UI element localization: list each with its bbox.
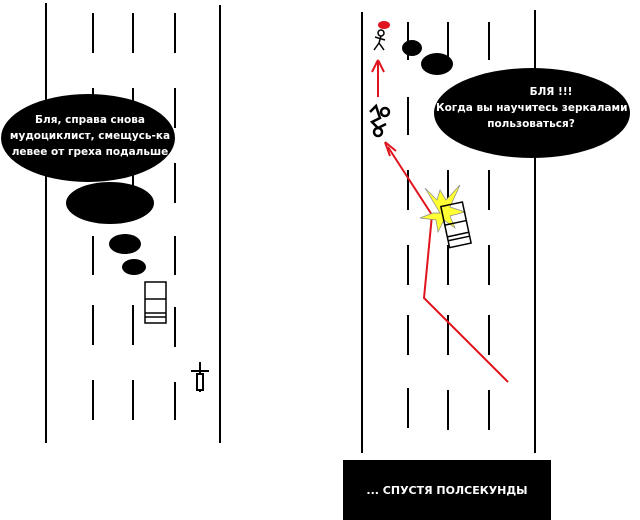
explosion-icon xyxy=(419,184,467,234)
car-right xyxy=(439,201,472,249)
caption-box: ... СПУСТЯ ПОЛСЕКУНДЫ xyxy=(343,460,551,520)
speech-line: пользоваться? xyxy=(487,118,575,130)
speech-line: левее от греха подальше xyxy=(11,146,169,158)
left-road xyxy=(45,3,221,443)
speech-line: БЛЯ !!! xyxy=(529,86,573,98)
red-trajectory xyxy=(371,59,509,383)
speech-line: Когда вы научитесь зеркалами xyxy=(436,102,628,114)
speech-line: мудоциклист, смещусь-ка xyxy=(9,130,171,142)
motorcycle-right xyxy=(369,103,391,138)
motorcycle-left xyxy=(191,362,209,392)
stick-figure-icon xyxy=(373,29,386,51)
red-hat-icon xyxy=(378,21,390,29)
left-thought-bubbles xyxy=(1,94,175,275)
right-thought-bubbles xyxy=(402,40,630,158)
right-speech-text: БЛЯ !!! Когда вы научитесь зеркалами пол… xyxy=(436,84,628,132)
car-left xyxy=(144,281,167,324)
speech-line: Бля, справа снова xyxy=(35,114,145,126)
left-speech-text: Бля, справа снова мудоциклист, смещусь-к… xyxy=(4,112,176,160)
